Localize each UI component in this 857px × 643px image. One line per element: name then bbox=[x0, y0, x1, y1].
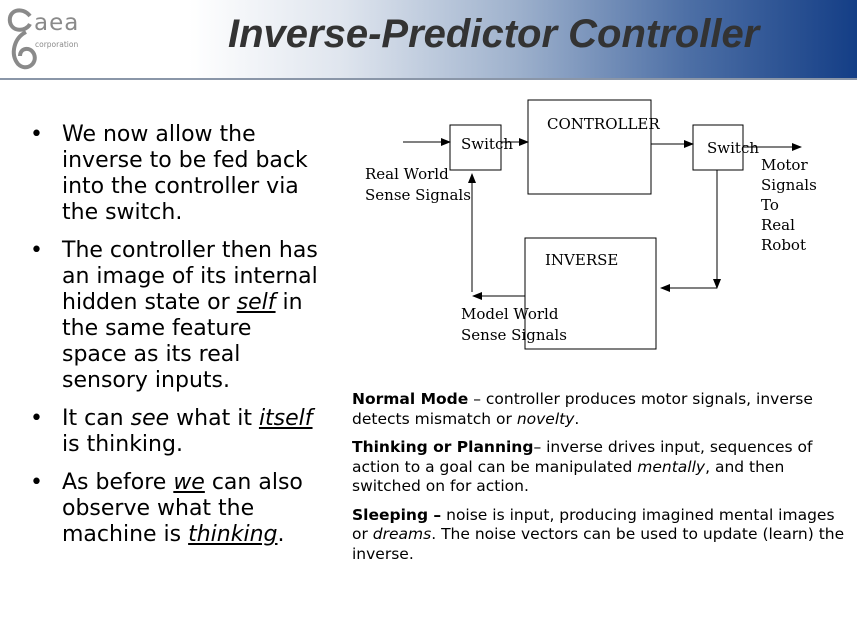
text-run: – controller produces motor signals, inv… bbox=[352, 390, 813, 428]
text-run: see bbox=[130, 406, 170, 431]
label-switch-right: Switch bbox=[707, 139, 759, 157]
text-run: The controller then has an image of its … bbox=[62, 238, 318, 315]
header-bar: aea corporation Inverse-Predictor Contro… bbox=[0, 0, 857, 80]
label-motor-5: Robot bbox=[761, 236, 806, 254]
text-run: As before bbox=[62, 470, 174, 495]
label-model-world-1: Model World bbox=[461, 305, 559, 323]
text-run: mentally bbox=[637, 457, 706, 476]
text-run: what it bbox=[169, 406, 259, 431]
label-real-world-1: Real World bbox=[365, 165, 449, 183]
bullet-dot-icon: • bbox=[30, 238, 43, 263]
gaea-logo: aea corporation bbox=[4, 2, 114, 74]
text-run: dreams bbox=[372, 525, 432, 543]
mode-paragraph: Sleeping – noise is input, producing ima… bbox=[352, 506, 852, 565]
mode-paragraph: Thinking or Planning– inverse drives inp… bbox=[352, 438, 852, 497]
text-run: , and then switched on for action. bbox=[352, 457, 785, 496]
label-switch-left: Switch bbox=[461, 135, 513, 153]
text-run: can also observe what the machine is bbox=[62, 470, 303, 547]
controller-box bbox=[527, 99, 652, 195]
label-motor-1: Motor bbox=[761, 156, 808, 174]
text-run: . bbox=[277, 522, 285, 547]
switch-right-box bbox=[692, 124, 744, 171]
slide-title: Inverse-Predictor Controller bbox=[228, 12, 760, 56]
label-motor-2: Signals bbox=[761, 176, 817, 194]
bullet-item: • It can see what it itself is thinking. bbox=[30, 406, 320, 458]
label-motor-4: Real bbox=[761, 216, 795, 234]
text-run: itself bbox=[258, 406, 313, 431]
text-run: is thinking. bbox=[62, 432, 183, 457]
inverse-box bbox=[524, 237, 657, 350]
bullet-list: • We now allow the inverse to be fed back… bbox=[30, 122, 320, 560]
text-run: noise is input, producing imagined menta… bbox=[352, 505, 835, 544]
bullet-dot-icon: • bbox=[30, 406, 43, 431]
text-run: Thinking or Planning bbox=[352, 438, 534, 456]
mode-paragraph: Normal Mode – controller produces motor … bbox=[352, 390, 852, 429]
label-real-world-2: Sense Signals bbox=[365, 186, 471, 204]
text-run: We now allow the inverse to be fed back … bbox=[62, 122, 308, 225]
label-inverse: INVERSE bbox=[545, 251, 618, 269]
mode-descriptions: Normal Mode – controller produces motor … bbox=[352, 390, 852, 573]
bullet-item: • As before we can also observe what the … bbox=[30, 470, 320, 548]
text-run: Normal Mode bbox=[352, 390, 469, 408]
bullet-item: • We now allow the inverse to be fed back… bbox=[30, 122, 320, 226]
logo-name: aea bbox=[34, 10, 80, 36]
bullet-dot-icon: • bbox=[30, 470, 43, 495]
text-run: – inverse drives input, sequences of act… bbox=[352, 438, 813, 476]
bullet-dot-icon: • bbox=[30, 122, 43, 147]
text-run: in the same feature space as its real se… bbox=[62, 290, 303, 393]
bullet-item: • The controller then has an image of its… bbox=[30, 238, 320, 394]
text-run: we bbox=[173, 470, 205, 495]
text-run: self bbox=[236, 290, 276, 315]
text-run: thinking bbox=[188, 522, 278, 547]
text-run: . The noise vectors can be used to updat… bbox=[352, 525, 845, 563]
logo-g-mark-icon bbox=[7, 8, 37, 70]
logo-subtitle: corporation bbox=[35, 40, 79, 49]
switch-left-box bbox=[449, 124, 502, 171]
text-run: . bbox=[574, 409, 580, 428]
controller-diagram: Switch CONTROLLER Switch INVERSE Real Wo… bbox=[365, 99, 817, 350]
text-run: Sleeping – bbox=[352, 505, 442, 524]
label-controller: CONTROLLER bbox=[547, 115, 660, 133]
text-run: It can bbox=[62, 406, 131, 431]
label-motor-3: To bbox=[761, 196, 779, 214]
label-model-world-2: Sense Signals bbox=[461, 326, 567, 344]
text-run: novelty bbox=[516, 409, 575, 428]
